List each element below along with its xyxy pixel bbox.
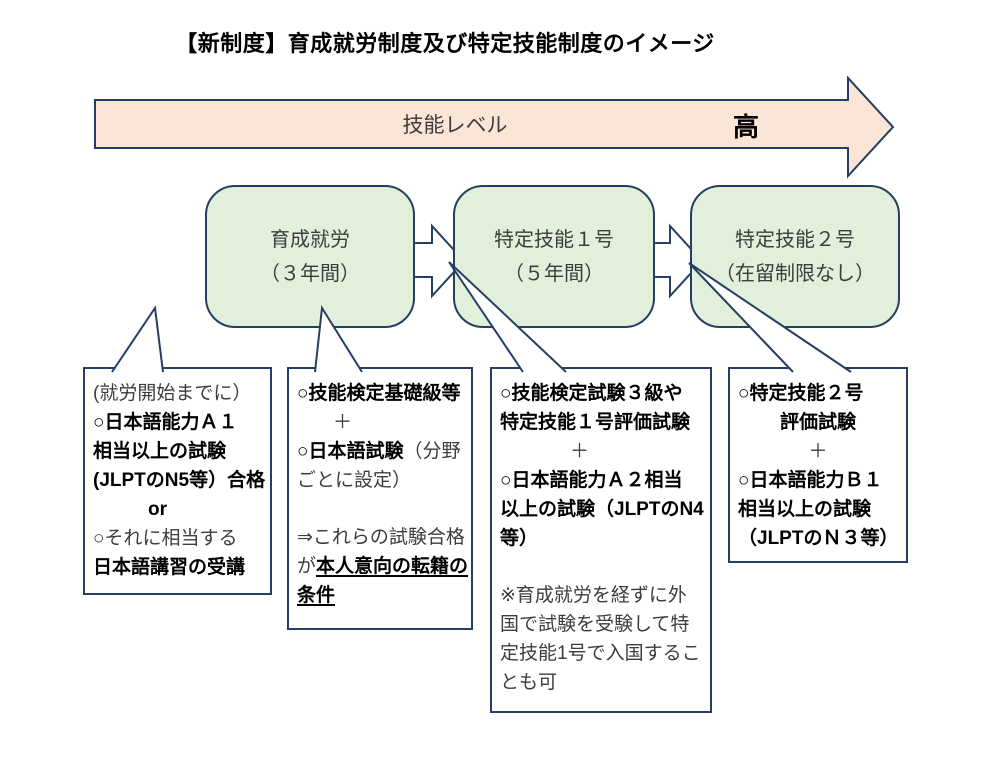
callout-line: 相当以上の試験	[85, 437, 270, 466]
callout-line: 特定技能１号評価試験	[492, 408, 710, 437]
callout-text-segment: 相当以上の試験	[93, 441, 227, 462]
callout-text-segment: 本人意向の転籍の	[316, 556, 469, 577]
callout-text-segment: ＋	[570, 441, 590, 462]
stage-duration: （在留制限なし）	[715, 262, 875, 285]
callout-text-segment: (就労開始までに）	[93, 383, 252, 404]
callout-line: 国で試験を受験して特	[492, 610, 710, 639]
callout-japanese-requirements: (就労開始までに） ○日本語能力Ａ１ 相当以上の試験 (JLPTのN5等）合格 or ○そ…	[83, 367, 272, 595]
callout-line: ○日本語試験（分野	[289, 437, 471, 466]
callout-text-segment: ○日本語能力Ａ１	[93, 412, 238, 433]
callout-line: ごとに設定）	[289, 466, 471, 495]
callout-line: (JLPTのN5等）合格	[85, 466, 270, 495]
callout-text-segment: 条件	[297, 585, 336, 606]
callout-line: ※育成就労を経ずに外	[492, 581, 710, 610]
callout-text-segment: ○日本語能力Ｂ１	[738, 470, 883, 491]
callout-line: ＋	[492, 437, 710, 466]
callout-line: ○技能検定基礎級等	[289, 379, 471, 408]
callout-line: (就労開始までに）	[85, 379, 270, 408]
callout-text-segment: 定技能1号で入国するこ	[500, 643, 701, 664]
callout-line: （JLPTのＮ３等）	[730, 524, 906, 553]
callout-line: ＋	[289, 408, 471, 437]
callout-line: 等）	[492, 524, 710, 553]
callout-skill-exam-level3: ○技能検定試験３級や特定技能１号評価試験 ＋ ○日本語能力Ａ２相当以上の試験（JLP…	[490, 367, 712, 713]
callout-line: ○技能検定試験３級や	[492, 379, 710, 408]
callout-text-segment: ごとに設定）	[297, 470, 412, 491]
callout-text-segment: ○日本語試験	[297, 441, 404, 462]
callout-text-segment: が	[297, 556, 317, 577]
callout-text-segment: ⇒これらの試験合格	[297, 527, 465, 548]
callout-line: ○特定技能２号	[730, 379, 906, 408]
stage-ikusei-shuro: 育成就労 （３年間）	[205, 185, 415, 328]
callout-text-segment: ＋	[333, 412, 353, 433]
callout-text-segment: 以上の試験（JLPTのN4	[500, 499, 704, 520]
callout-text-segment: （分野	[403, 441, 461, 462]
callout-text-segment: or	[148, 499, 167, 520]
callout-line: ⇒これらの試験合格	[289, 523, 471, 552]
callout-line: が本人意向の転籍の	[289, 552, 471, 581]
callout-line: 定技能1号で入国するこ	[492, 639, 710, 668]
callout-text-segment: ○技能検定試験３級や	[500, 383, 683, 404]
skill-level-arrow-icon	[94, 75, 895, 179]
callout-transfer-conditions: ○技能検定基礎級等＋○日本語試験（分野ごとに設定）⇒これらの試験合格が本人意向の…	[287, 367, 473, 630]
callout-line: 相当以上の試験	[730, 495, 906, 524]
callout-line: 評価試験	[730, 408, 906, 437]
stage-title: 育成就労	[270, 228, 350, 251]
callout-text-segment: (JLPTのN5等）合格	[93, 470, 266, 491]
stage-title: 特定技能２号	[735, 228, 855, 251]
callout-line: ○日本語能力Ａ１	[85, 408, 270, 437]
callout-text-segment: 日本語講習の受講	[93, 557, 246, 578]
callout-text-segment: ○日本語能力Ａ２相当	[500, 470, 683, 491]
callout-line: 条件	[289, 581, 471, 610]
stage-duration: （５年間）	[504, 262, 604, 285]
callout-text-segment: 評価試験	[779, 412, 856, 433]
callout-tokutei-2-exam: ○特定技能２号評価試験 ＋ ○日本語能力Ｂ１ 相当以上の試験 （JLPTのＮ３等）	[728, 367, 908, 563]
callout-text-segment: ※育成就労を経ずに外	[500, 585, 687, 606]
callout-text-segment: ○技能検定基礎級等	[297, 383, 461, 404]
stage-tokutei-ginou-1: 特定技能１号 （５年間）	[453, 185, 655, 328]
callout-text-segment: 等）	[500, 528, 539, 549]
page-title: 【新制度】育成就労制度及び特定技能制度のイメージ	[175, 31, 715, 56]
skill-level-high-label: 高	[732, 112, 759, 142]
callout-line: ＋	[730, 437, 906, 466]
callout-text-segment: 相当以上の試験	[738, 499, 872, 520]
callout-text-segment: とも可	[500, 672, 558, 693]
skill-level-label: 技能レベル	[402, 114, 508, 137]
callout-line: ○日本語能力Ｂ１	[730, 466, 906, 495]
callout-text-segment: ○それに相当する	[93, 528, 238, 549]
callout-line: 以上の試験（JLPTのN4	[492, 495, 710, 524]
stage-duration: （３年間）	[260, 262, 360, 285]
callout-line: とも可	[492, 668, 710, 697]
callout-line: ○日本語能力Ａ２相当	[492, 466, 710, 495]
callout-text-segment: ○特定技能２号	[738, 383, 864, 404]
callout-text-segment: 国で試験を受験して特	[500, 614, 690, 635]
callout-text-segment: （JLPTのＮ３等）	[738, 528, 899, 549]
callout-line: or	[85, 495, 270, 524]
stage-tokutei-ginou-2: 特定技能２号 （在留制限なし）	[690, 185, 900, 328]
callout-text-segment: ＋	[808, 441, 828, 462]
callout-line: 日本語講習の受講	[85, 553, 270, 582]
callout-text-segment: 特定技能１号評価試験	[500, 412, 691, 433]
callout-line: ○それに相当する	[85, 524, 270, 553]
stage-title: 特定技能１号	[494, 228, 614, 251]
